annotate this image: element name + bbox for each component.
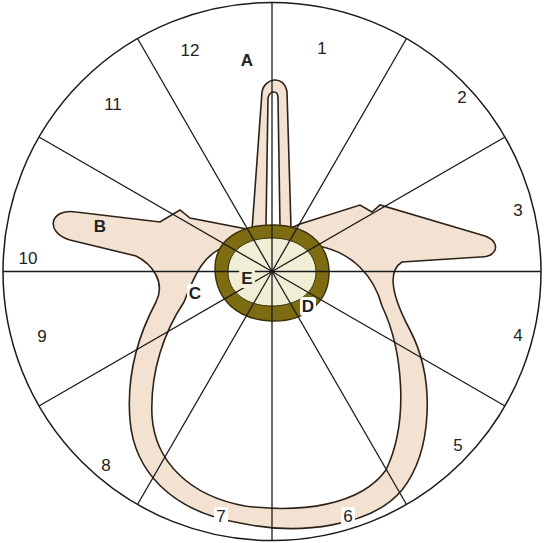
clock-number: 2 (455, 88, 468, 107)
clock-number: 4 (511, 326, 524, 345)
sector-line (39, 272, 272, 407)
clock-number: 6 (341, 507, 354, 526)
clock-number: 7 (214, 507, 227, 526)
sector-line (271, 3, 272, 272)
clock-number: 11 (102, 95, 124, 114)
clock-number: 10 (17, 249, 40, 268)
sector-line (138, 39, 273, 272)
clock-number: 3 (511, 201, 524, 220)
clock-spokes (3, 3, 541, 541)
part-letter: D (300, 297, 316, 316)
clock-circle (3, 3, 541, 541)
clock-number: 9 (35, 327, 48, 346)
part-letter: A (239, 51, 255, 70)
vertebra-bone (53, 80, 495, 528)
sector-line (272, 271, 541, 272)
sector-line (271, 272, 272, 541)
part-letter: C (187, 284, 203, 303)
sector-line (272, 272, 407, 505)
clock-number: 5 (451, 436, 464, 455)
clock-number: 1 (315, 39, 328, 58)
sector-line (272, 137, 505, 272)
sector-line (138, 272, 273, 505)
sector-line (3, 271, 272, 272)
sector-line (272, 39, 407, 272)
part-letter: E (239, 269, 254, 288)
sector-line (272, 272, 505, 407)
part-letter: B (92, 217, 108, 236)
clock-number: 12 (179, 41, 202, 60)
clock-number: 8 (99, 456, 112, 475)
sector-line (39, 137, 272, 272)
